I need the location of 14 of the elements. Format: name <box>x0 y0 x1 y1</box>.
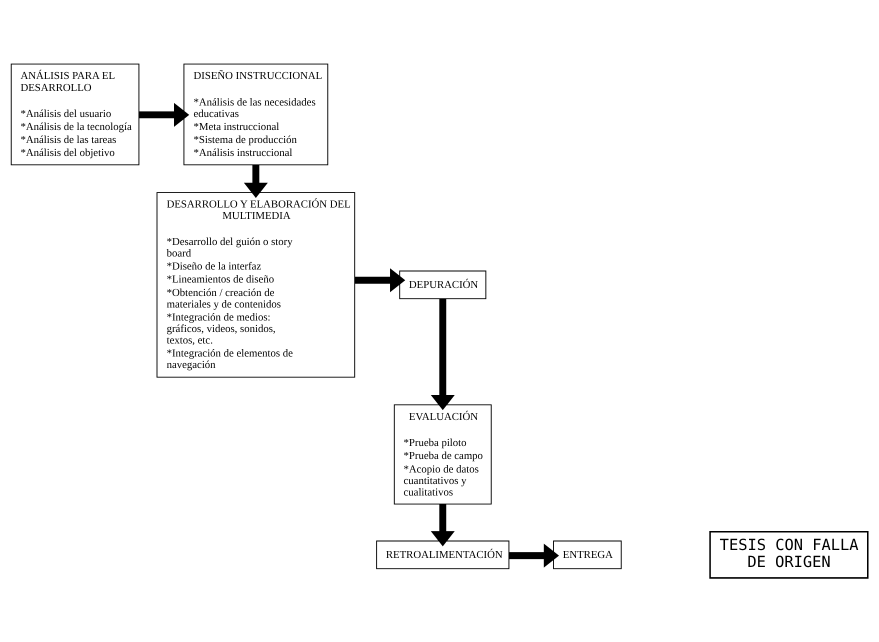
node-box: DESARROLLO Y ELABORACIÓN DEL MULTIMEDIA *Desarrollo del guión o story board *Diseño de la interfaz *Lineamientos de diseño *Obtención / creación de materiales y de contenidos *Integración de medios: gráficos, videos, sonidos, textos, etc. *Integración de elementos de navegación <box>156 192 356 378</box>
node-box: TESIS CON FALLA DE ORIGEN <box>709 531 869 579</box>
arrow <box>244 164 268 198</box>
arrow <box>139 102 190 127</box>
node-box: RETROALIMENTACIÓN <box>376 540 510 570</box>
node-box: DISEÑO INSTRUCCIONAL *Análisis de las necesidades educativas *Meta instruccional *Sistema de producción *Análisis instruccional <box>183 64 328 166</box>
node-box: EVALUACIÓN *Prueba piloto *Prueba de campo *Acopio de datos cuantitativos y cualitativos <box>394 404 492 505</box>
arrow <box>354 268 406 292</box>
node-box: ANÁLISIS PARA EL DESARROLLO *Análisis del usuario *Análisis de la tecnología *Análisis de las tareas *Análisis del objetivo <box>10 64 140 166</box>
arrow <box>508 544 560 568</box>
arrow <box>430 504 455 546</box>
arrow <box>430 298 455 410</box>
node-box: ENTREGA <box>553 540 622 570</box>
node-box: DEPURACIÓN <box>399 270 486 300</box>
